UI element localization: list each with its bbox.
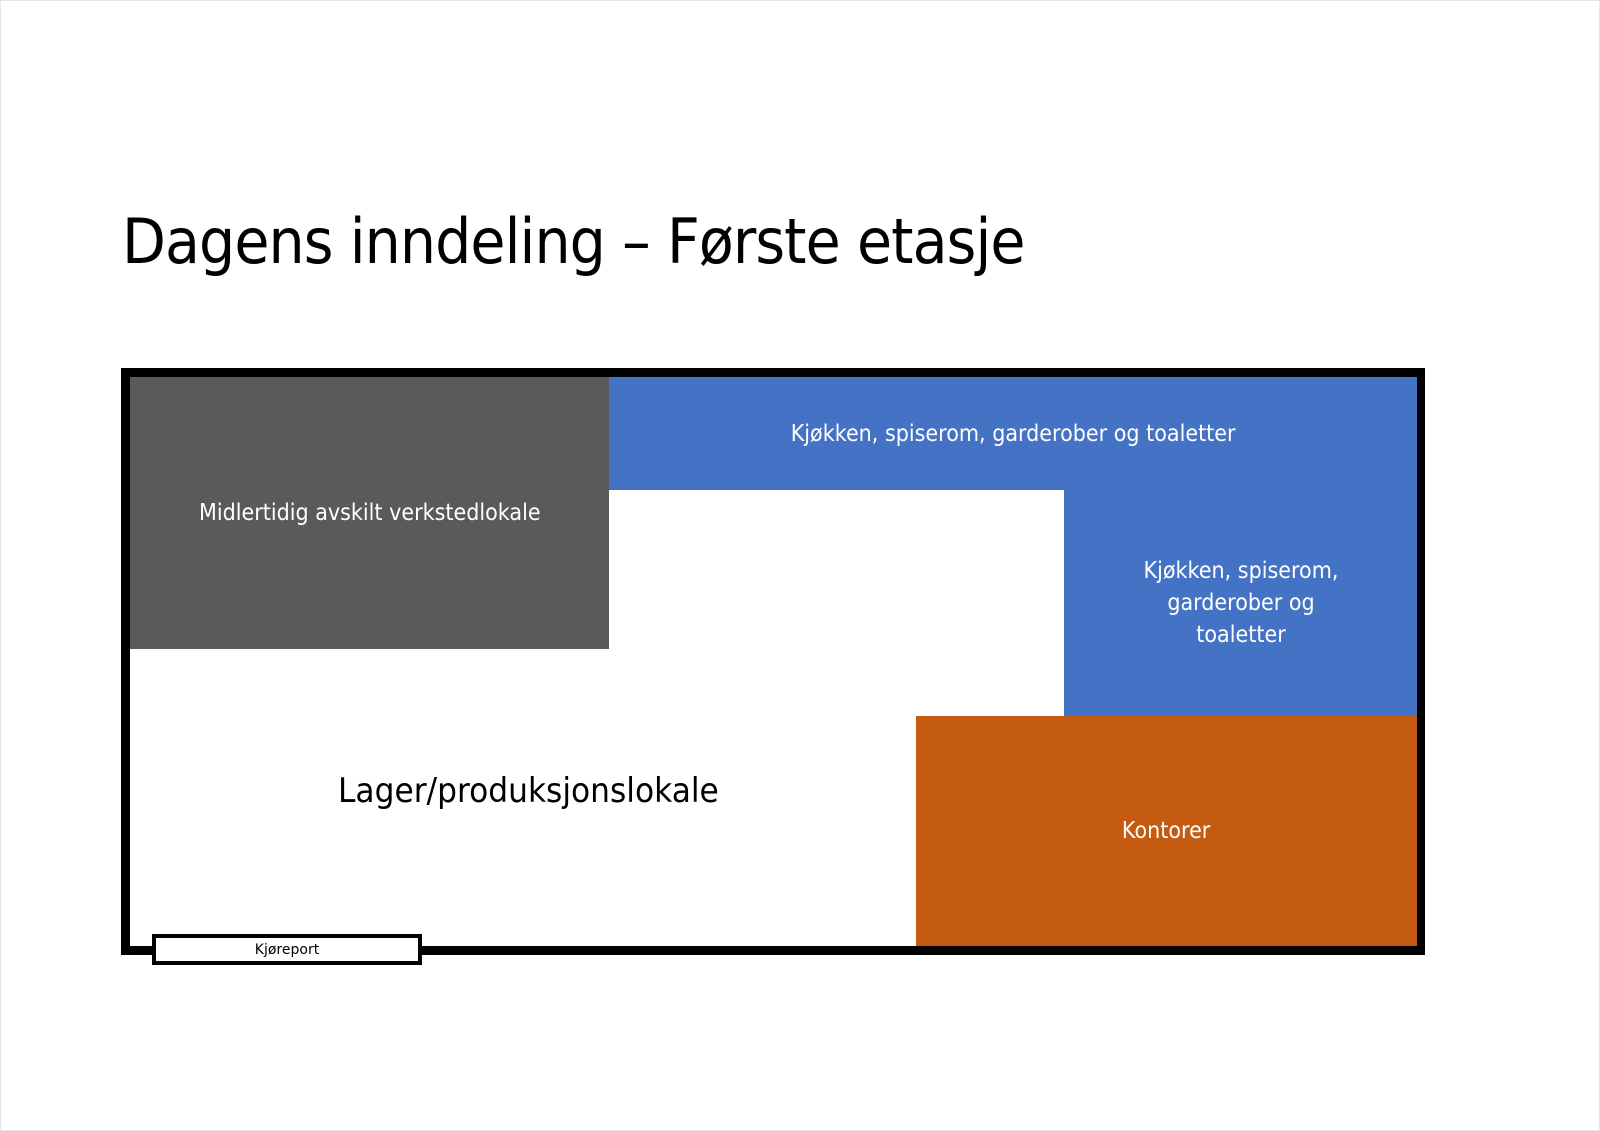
- room-workshop: Midlertidig avskilt verkstedlokale: [130, 377, 609, 649]
- room-kitchen-right: Kjøkken, spiserom, garderober og toalett…: [1064, 490, 1417, 716]
- room-workshop-label: Midlertidig avskilt verkstedlokale: [198, 500, 541, 526]
- room-offices: Kontorer: [916, 716, 1417, 946]
- room-kitchen-right-label: Kjøkken, spiserom, garderober og toalett…: [1143, 558, 1338, 648]
- room-kitchen-top: Kjøkken, spiserom, garderober og toalett…: [609, 377, 1417, 490]
- drive-door: Kjøreport: [152, 934, 422, 965]
- drive-door-label: Kjøreport: [254, 941, 320, 958]
- page-title: Dagens inndeling – Første etasje: [122, 205, 1025, 278]
- room-kitchen-top-label: Kjøkken, spiserom, garderober og toalett…: [790, 420, 1236, 447]
- room-offices-label: Kontorer: [1122, 818, 1211, 844]
- room-warehouse-label: Lager/produksjonslokale: [338, 771, 719, 811]
